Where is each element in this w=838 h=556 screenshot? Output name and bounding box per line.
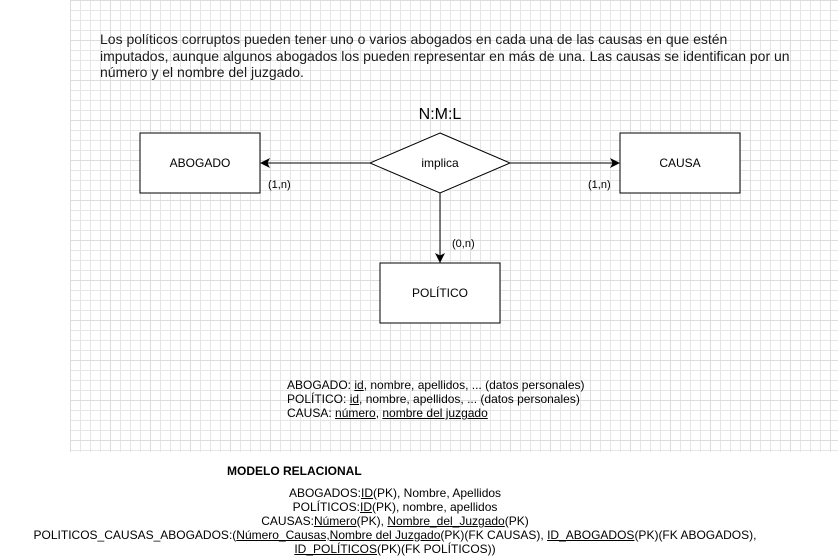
table-politicos-causas-abogados: POLITICOS_CAUSAS_ABOGADOS:(Número_Causas… <box>0 528 790 542</box>
table-key: Número_Causas,Nombre del Juzgado <box>236 528 441 542</box>
attr-key: número <box>335 406 376 420</box>
relational-model-title: MODELO RELACIONAL <box>227 464 362 478</box>
attributes-abogado: ABOGADO: id, nombre, apellidos, ... (dat… <box>287 378 584 392</box>
table-rest: (PK) <box>504 514 529 528</box>
attr-key: id <box>354 378 364 392</box>
table-politicos-causas-abogados-cont: ID_POLÍTICOS(PK)(FK POLÍTICOS)) <box>0 542 790 556</box>
entity-attributes: ABOGADO: id, nombre, apellidos, ... (dat… <box>287 378 584 420</box>
cardinality-abogado: (1,n) <box>268 179 291 191</box>
entity-abogado-label: ABOGADO <box>170 156 231 170</box>
table-rest: (PK), nombre, apellidos <box>371 500 498 514</box>
entity-causa[interactable] <box>619 132 741 194</box>
relationship-diamond[interactable] <box>368 132 512 194</box>
table-key: ID <box>360 486 373 500</box>
relationship-label: implica <box>421 156 459 170</box>
attr-entity-name: CAUSA: <box>287 406 336 420</box>
entity-causa-label: CAUSA <box>659 156 700 170</box>
table-name: POLITICOS_CAUSAS_ABOGADOS:( <box>33 528 237 542</box>
attr-entity-name: ABOGADO: <box>287 378 355 392</box>
table-mid: (PK), <box>356 514 388 528</box>
table-key: Número <box>313 514 357 528</box>
table-name: ABOGADOS: <box>288 486 361 500</box>
attr-key: nombre del juzgado <box>382 406 488 420</box>
table-key: ID <box>359 500 372 514</box>
entity-abogado[interactable] <box>139 132 261 194</box>
table-mid: (PK)(FK CAUSAS), <box>440 528 548 542</box>
table-name: CAUSAS: <box>261 514 314 528</box>
table-key: Nombre_del_Juzgado <box>387 514 505 528</box>
attr-key: id <box>349 392 360 406</box>
canvas-grid <box>70 0 838 452</box>
attr-rest: , nombre, apellidos, ... (datos personal… <box>363 378 585 392</box>
attributes-causa: CAUSA: número, nombre del juzgado <box>287 406 584 420</box>
problem-statement: Los políticos corruptos pueden tener uno… <box>100 31 790 80</box>
attributes-politico: POLÍTICO: id, nombre, apellidos, ... (da… <box>287 392 584 406</box>
table-key: ID_POLÍTICOS <box>294 542 377 556</box>
cardinality-title: N:M:L <box>419 106 462 123</box>
er-diagram: N:M:L implica ABOGADO CAUSA POLÍTICO (1,… <box>139 106 741 324</box>
entity-politico-label: POLÍTICO <box>412 285 468 300</box>
attr-entity-name: POLÍTICO: <box>287 392 350 406</box>
entity-politico[interactable] <box>379 262 501 324</box>
attr-separator: , <box>375 406 383 420</box>
table-rest: (PK), Nombre, Apellidos <box>372 486 502 500</box>
table-rest: (PK)(FK POLÍTICOS)) <box>377 542 496 556</box>
cardinality-politico: (0,n) <box>452 238 475 250</box>
cardinality-causa: (1,n) <box>588 179 611 191</box>
table-politicos: POLÍTICOS:ID(PK), nombre, apellidos <box>0 500 790 514</box>
relational-model: ABOGADOS:ID(PK), Nombre, Apellidos POLÍT… <box>0 486 790 556</box>
table-mid: (PK)(FK ABOGADOS), <box>634 528 757 542</box>
table-key: ID_ABOGADOS <box>547 528 635 542</box>
table-abogados: ABOGADOS:ID(PK), Nombre, Apellidos <box>0 486 790 500</box>
table-causas: CAUSAS:Número(PK), Nombre_del_Juzgado(PK… <box>0 514 790 528</box>
table-name: POLÍTICOS: <box>292 500 360 514</box>
attr-rest: , nombre, apellidos, ... (datos personal… <box>359 392 580 406</box>
